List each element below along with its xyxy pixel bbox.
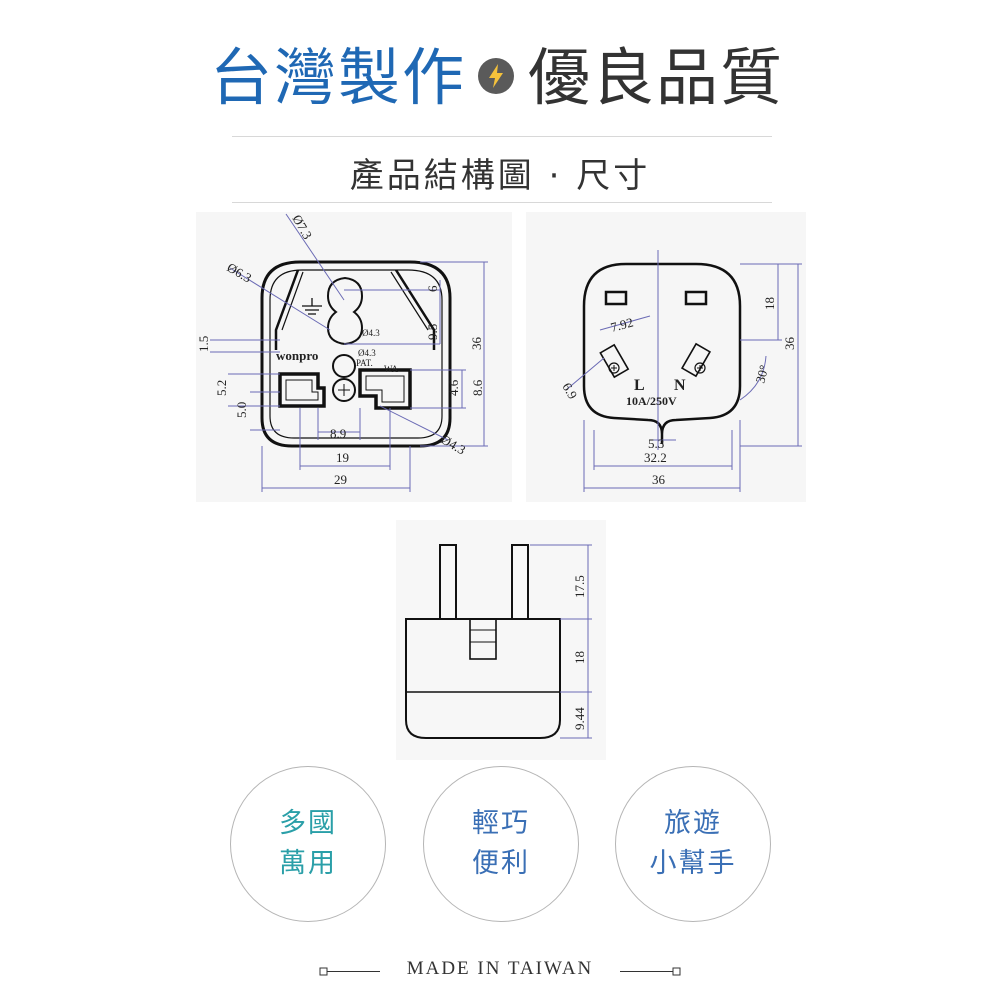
label-dim-944: 9.44 <box>572 707 587 730</box>
feature-text: 輕巧 <box>472 808 530 839</box>
lightning-bolt-icon <box>478 58 514 94</box>
feature-circle-portable: 輕巧 便利 <box>423 766 579 922</box>
footer-made-in-taiwan: MADE IN TAIWAN <box>406 958 594 979</box>
feature-text: 旅遊 <box>664 808 722 839</box>
divider-top <box>232 136 772 137</box>
label-dim-175: 17.5 <box>572 575 587 598</box>
feature-circle-universal: 多國 萬用 <box>230 766 386 922</box>
label-dim-69: 6.9 <box>559 380 580 402</box>
back-dimensions <box>565 250 802 492</box>
label-dim-19: 19 <box>336 450 349 465</box>
label-dim-322: 32.2 <box>644 450 667 465</box>
front-dimensions <box>210 213 488 492</box>
label-angle: 30° <box>752 363 771 384</box>
label-wa: WA <box>384 364 398 374</box>
label-dim-89: 8.9 <box>330 426 346 441</box>
label-dim-792: 7.92 <box>609 315 635 335</box>
label-d43b: Ø4.3 <box>358 348 376 358</box>
label-dim-18-back: 18 <box>762 297 777 310</box>
feature-circle-travel: 旅遊 小幫手 <box>615 766 771 922</box>
front-view <box>260 260 452 448</box>
feature-text: 小幫手 <box>649 848 737 879</box>
dimension-drawings: Ø7.3 Ø6.3 Ø4.3 Ø4.3 wonpro PAT. WA 6 9.5… <box>196 212 802 739</box>
label-N: N <box>674 377 686 394</box>
label-pat: PAT. <box>356 358 373 368</box>
footer-ornament <box>319 967 681 976</box>
side-labels: 17.5 18 9.44 <box>572 575 587 730</box>
label-dim-18-side: 18 <box>572 651 587 664</box>
title-made-in-taiwan: 台灣製作 <box>210 41 467 114</box>
feature-text: 萬用 <box>279 848 337 879</box>
label-dim-50: 5.0 <box>234 402 249 418</box>
header: 台灣製作 優良品質 <box>0 38 1000 118</box>
feature-text: 便利 <box>472 848 530 879</box>
label-dim-52: 5.2 <box>214 380 229 396</box>
side-view <box>405 544 561 739</box>
label-brand: wonpro <box>276 348 318 363</box>
label-dim-15: 1.5 <box>196 336 211 352</box>
back-view <box>582 262 742 444</box>
divider-bottom <box>232 202 772 203</box>
label-dim-86: 8.6 <box>470 379 485 396</box>
feature-text: 多國 <box>279 808 337 839</box>
label-d43a: Ø4.3 <box>362 328 380 338</box>
label-dim-46: 4.6 <box>446 379 461 396</box>
label-dim-29: 29 <box>334 472 347 487</box>
title-quality: 優良品質 <box>528 41 785 114</box>
back-labels: 7.92 18 36 30° 6.9 L N 10A/250V 5.3 32.2… <box>559 297 797 487</box>
label-dim-36-right: 36 <box>782 337 797 351</box>
side-dimensions <box>530 544 592 739</box>
label-dim-36-bottom: 36 <box>652 472 666 487</box>
label-dim-95: 9.5 <box>425 324 440 340</box>
label-rating: 10A/250V <box>626 394 677 408</box>
label-dim-36: 36 <box>469 337 484 351</box>
label-dim-6: 6 <box>425 285 440 292</box>
label-L: L <box>634 377 645 394</box>
section-subtitle: 產品結構圖 · 尺寸 <box>349 156 651 196</box>
label-dim-53: 5.3 <box>648 436 664 451</box>
